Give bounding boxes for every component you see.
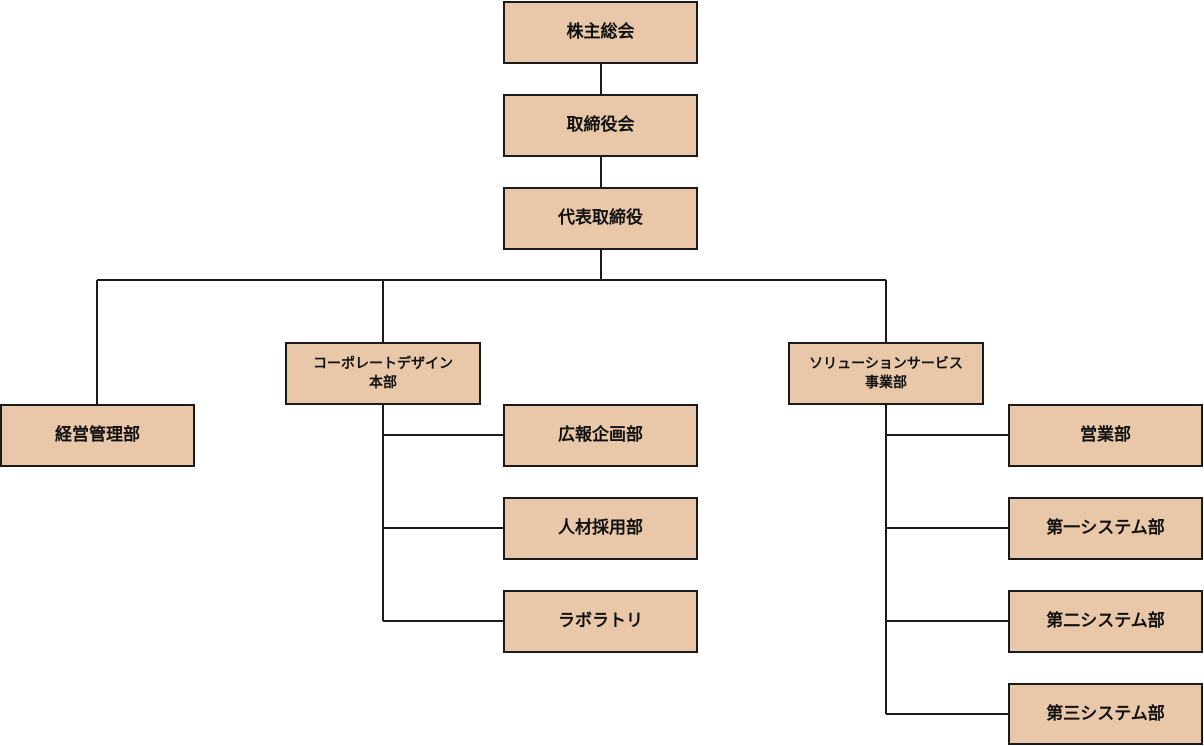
node-system-1: 第一システム部 <box>1008 497 1203 560</box>
node-pr-planning: 広報企画部 <box>503 404 698 467</box>
node-label: 人材採用部 <box>558 518 643 539</box>
node-label: 広報企画部 <box>558 425 643 446</box>
node-business-management: 経営管理部 <box>0 404 195 467</box>
node-label: 第二システム部 <box>1046 611 1165 632</box>
node-laboratory: ラボラトリ <box>503 590 698 653</box>
node-corporate-design-hq: コーポレートデザイン 本部 <box>285 342 481 405</box>
node-label: 営業部 <box>1080 425 1131 446</box>
node-label: 第三システム部 <box>1046 703 1165 724</box>
node-label: 経営管理部 <box>55 425 140 446</box>
node-hr-recruiting: 人材採用部 <box>503 497 698 560</box>
node-system-2: 第二システム部 <box>1008 590 1203 653</box>
node-label: コーポレートデザイン 本部 <box>313 356 453 391</box>
node-label: 第一システム部 <box>1046 518 1165 539</box>
node-label: 取締役会 <box>566 115 635 136</box>
node-solution-services: ソリューションサービス 事業部 <box>788 342 984 405</box>
node-board-of-directors: 取締役会 <box>503 94 698 157</box>
node-label: 代表取締役 <box>558 208 643 229</box>
node-shareholders-meeting: 株主総会 <box>503 1 698 64</box>
node-sales: 営業部 <box>1008 404 1203 467</box>
node-label: 株主総会 <box>566 22 635 43</box>
node-label: ソリューションサービス 事業部 <box>809 356 963 391</box>
node-representative-director: 代表取締役 <box>503 187 698 250</box>
node-system-3: 第三システム部 <box>1008 683 1203 745</box>
node-label: ラボラトリ <box>558 611 643 632</box>
